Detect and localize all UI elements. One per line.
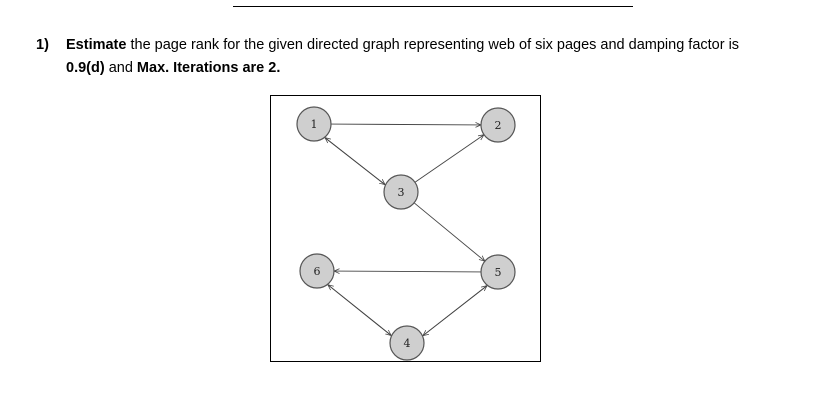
graph-node-5: 5 xyxy=(480,254,516,290)
question-line2-mid: and xyxy=(104,60,137,76)
node-circle-3 xyxy=(383,174,419,210)
graph-node-1: 1 xyxy=(296,106,332,142)
graph-node-6: 6 xyxy=(299,253,335,289)
edge-5-to-4 xyxy=(423,285,488,336)
question-text: Estimate the page rank for the given dir… xyxy=(66,34,806,80)
question-line1: the page rank for the given directed gra… xyxy=(126,37,740,53)
graph-figure: 1 2 3 4 5 6 xyxy=(270,95,541,362)
edge-3-to-5 xyxy=(413,202,485,261)
damping-factor: 0.9(d) xyxy=(66,60,105,76)
edge-4-to-6 xyxy=(328,285,392,336)
node-label-5: 5 xyxy=(495,266,502,279)
directed-graph: 1 2 3 4 5 6 xyxy=(296,106,516,361)
node-circle-1 xyxy=(296,106,332,142)
node-circle-5 xyxy=(480,254,516,290)
header-rule xyxy=(233,0,633,7)
edge-5-to-6 xyxy=(334,271,482,272)
graph-node-4: 4 xyxy=(389,325,425,361)
node-label-3: 3 xyxy=(398,186,405,199)
node-label-2: 2 xyxy=(495,119,502,132)
node-circle-4 xyxy=(389,325,425,361)
graph-node-2: 2 xyxy=(480,107,516,143)
node-label-6: 6 xyxy=(314,265,321,278)
edge-3-to-2 xyxy=(414,135,484,183)
max-iterations: Max. Iterations are 2. xyxy=(136,60,281,76)
question-number: 1) xyxy=(36,37,49,53)
edge-3-to-1 xyxy=(325,138,386,186)
graph-node-3: 3 xyxy=(383,174,419,210)
node-label-1: 1 xyxy=(311,118,318,131)
node-circle-6 xyxy=(299,253,335,289)
node-circle-2 xyxy=(480,107,516,143)
edge-1-to-2 xyxy=(330,124,481,125)
node-label-4: 4 xyxy=(404,337,411,350)
question-lead: Estimate xyxy=(66,37,127,53)
